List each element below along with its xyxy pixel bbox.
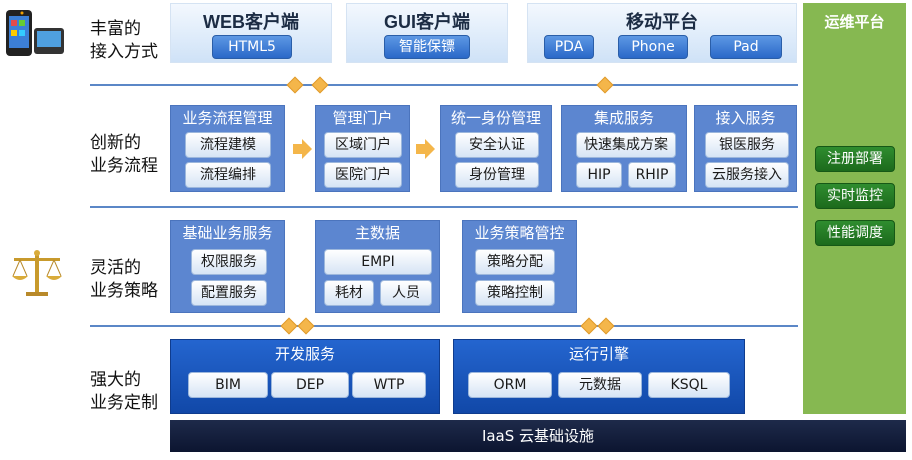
basic-service-group: 基础业务服务 权限服务 配置服务 — [170, 220, 285, 313]
strategy-control-chip[interactable]: 策略控制 — [475, 280, 555, 306]
diamond-arrow-icon — [311, 76, 329, 94]
orm-chip[interactable]: ORM — [468, 372, 552, 398]
ops-platform-title: 运维平台 — [824, 13, 885, 31]
diamond-arrow-icon — [580, 317, 598, 335]
personnel-chip[interactable]: 人员 — [380, 280, 432, 306]
arrow-right-icon — [414, 138, 436, 160]
ops-platform-panel: 运维平台 注册部署 实时监控 性能调度 — [803, 3, 906, 414]
separator-1 — [90, 84, 798, 86]
bim-chip[interactable]: BIM — [188, 372, 268, 398]
rhip-chip[interactable]: RHIP — [628, 162, 676, 188]
smart-guard-chip[interactable]: 智能保镖 — [384, 35, 470, 59]
arrow-right-icon — [291, 138, 313, 160]
runtime-engine-group: 运行引擎 ORM 元数据 KSQL — [453, 339, 745, 414]
portal-group: 管理门户 区域门户 医院门户 — [315, 105, 410, 192]
hip-chip[interactable]: HIP — [576, 162, 622, 188]
identity-group: 统一身份管理 安全认证 身份管理 — [440, 105, 552, 192]
mobile-platform-box: 移动平台 PDA Phone Pad — [527, 3, 797, 63]
cloud-access-chip[interactable]: 云服务接入 — [705, 162, 789, 188]
diamond-arrow-icon — [286, 76, 304, 94]
diamond-arrow-icon — [597, 317, 615, 335]
wtp-chip[interactable]: WTP — [352, 372, 426, 398]
diamond-arrow-icon — [297, 317, 315, 335]
permission-service-chip[interactable]: 权限服务 — [191, 249, 267, 275]
pad-chip[interactable]: Pad — [710, 35, 782, 59]
mobile-platform-title: 移动平台 — [626, 12, 698, 32]
identity-title: 统一身份管理 — [450, 109, 541, 127]
quick-integration-chip[interactable]: 快速集成方案 — [576, 132, 676, 158]
master-data-group: 主数据 EMPI 耗材 人员 — [315, 220, 440, 313]
separator-2 — [90, 206, 798, 208]
process-flow-title: 业务流程管理 — [182, 109, 273, 127]
mobile-devices-icon — [4, 8, 66, 58]
realtime-monitor-chip[interactable]: 实时监控 — [815, 183, 895, 209]
row-label-policy: 灵活的 业务策略 — [90, 258, 158, 301]
pda-chip[interactable]: PDA — [544, 35, 594, 59]
access-service-group: 接入服务 银医服务 云服务接入 — [694, 105, 797, 192]
integration-title: 集成服务 — [593, 109, 654, 127]
register-deploy-chip[interactable]: 注册部署 — [815, 146, 895, 172]
empi-chip[interactable]: EMPI — [324, 249, 432, 275]
strategy-title: 业务策略管控 — [474, 224, 565, 242]
phone-chip[interactable]: Phone — [618, 35, 688, 59]
diamond-arrow-icon — [280, 317, 298, 335]
separator-3 — [90, 325, 798, 327]
consumables-chip[interactable]: 耗材 — [324, 280, 374, 306]
strategy-assign-chip[interactable]: 策略分配 — [475, 249, 555, 275]
dev-service-group: 开发服务 BIM DEP WTP — [170, 339, 440, 414]
row-label-access: 丰富的 接入方式 — [90, 19, 158, 62]
gui-client-title: GUI客户端 — [383, 12, 470, 32]
web-client-box: WEB客户端 HTML5 — [170, 3, 332, 63]
integration-group: 集成服务 快速集成方案 HIP RHIP — [561, 105, 687, 192]
region-portal-chip[interactable]: 区域门户 — [324, 132, 402, 158]
hospital-portal-chip[interactable]: 医院门户 — [324, 162, 402, 188]
row-label-process: 创新的 业务流程 — [90, 133, 158, 176]
basic-service-title: 基础业务服务 — [182, 224, 273, 242]
metadata-chip[interactable]: 元数据 — [558, 372, 642, 398]
strategy-group: 业务策略管控 策略分配 策略控制 — [462, 220, 577, 313]
iaas-bar: IaaS 云基础设施 — [170, 420, 906, 452]
perf-schedule-chip[interactable]: 性能调度 — [815, 220, 895, 246]
access-service-title: 接入服务 — [715, 109, 776, 127]
security-auth-chip[interactable]: 安全认证 — [455, 132, 539, 158]
flow-orchestration-chip[interactable]: 流程编排 — [185, 162, 271, 188]
bank-medical-chip[interactable]: 银医服务 — [705, 132, 789, 158]
runtime-engine-title: 运行引擎 — [568, 345, 629, 363]
config-service-chip[interactable]: 配置服务 — [191, 280, 267, 306]
master-data-title: 主数据 — [354, 224, 400, 242]
web-client-title: WEB客户端 — [203, 12, 299, 32]
process-flow-group: 业务流程管理 流程建模 流程编排 — [170, 105, 285, 192]
dep-chip[interactable]: DEP — [271, 372, 349, 398]
balance-scale-icon — [8, 248, 66, 298]
ksql-chip[interactable]: KSQL — [648, 372, 730, 398]
gui-client-box: GUI客户端 智能保镖 — [346, 3, 508, 63]
html5-chip[interactable]: HTML5 — [212, 35, 292, 59]
row-label-custom: 强大的 业务定制 — [90, 370, 158, 413]
portal-title: 管理门户 — [332, 109, 393, 127]
diamond-arrow-icon — [596, 76, 614, 94]
flow-modeling-chip[interactable]: 流程建模 — [185, 132, 271, 158]
dev-service-title: 开发服务 — [274, 345, 335, 363]
identity-manage-chip[interactable]: 身份管理 — [455, 162, 539, 188]
